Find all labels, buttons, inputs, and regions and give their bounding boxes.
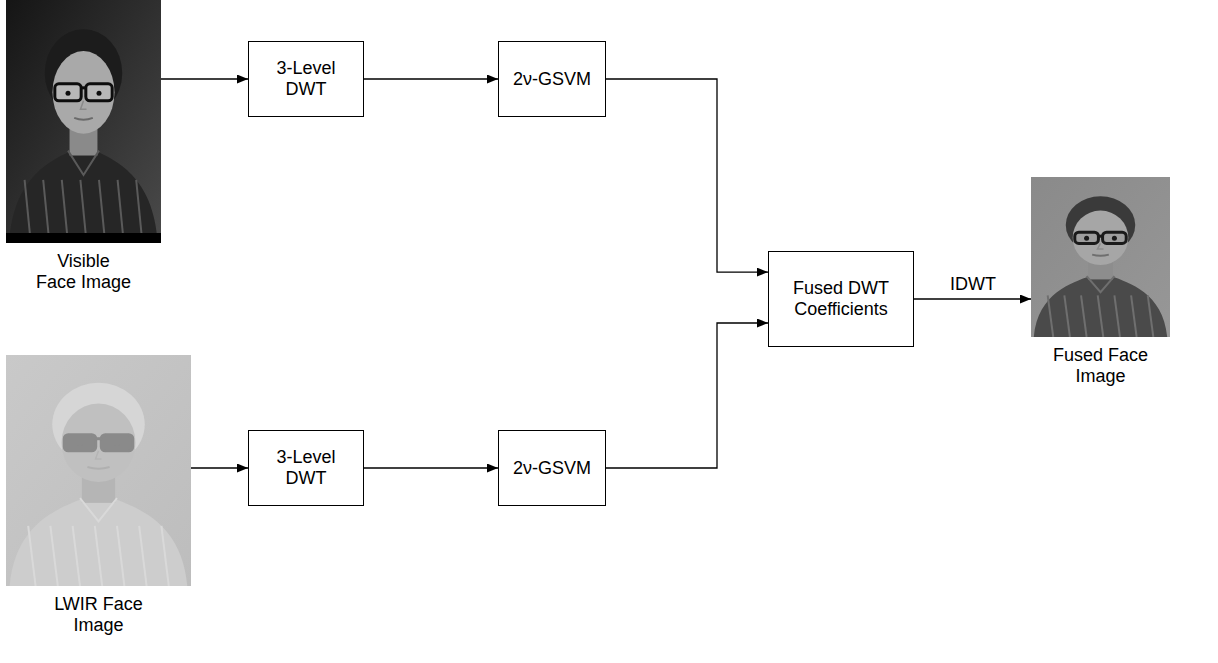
eye-dot [1112,236,1117,241]
box-label: Fused DWT Coefficients [791,278,891,320]
box-label: 3-Level DWT [256,447,356,489]
shirt-stripe [1148,295,1154,337]
collar-line [80,498,117,521]
face-photo [6,355,191,586]
shirt-stripe [1098,295,1104,337]
nose-line [1098,243,1104,249]
process-box: Fused DWT Coefficients [768,251,914,347]
arrow-connector [161,78,248,79]
photo-border-strip [6,233,161,243]
connector-group [161,79,1031,468]
eye-dot [66,91,71,96]
arrow-connector [364,78,498,79]
face-photo [1031,177,1170,337]
eye-dot [97,91,102,96]
shirt-shape [1034,276,1167,337]
glasses-lens [101,435,132,451]
shirt-stripe [1081,295,1087,337]
arrow-connector [364,467,498,468]
shirt-stripe [139,526,146,586]
shirt-stripe [1114,295,1120,337]
mouth-line [74,118,93,120]
face-shape [1073,211,1129,265]
glasses-bridge [1098,235,1102,238]
face-shape [62,404,136,483]
collar-line [68,151,99,175]
arrow-connector [606,79,768,272]
image-caption: LWIR Face Image [51,594,147,636]
glasses-bridge [96,437,102,440]
shirt-stripe [1131,295,1137,337]
eye-dot [78,441,83,446]
box-label: 2ν-GSVM [513,458,591,479]
glasses-lens [64,435,95,451]
photo-background [6,355,191,586]
shirt-stripe [161,526,168,586]
photo-background [6,0,161,243]
shirt-shape [10,498,188,586]
shirt-shape [9,151,158,243]
face-photo [6,0,161,243]
image-caption: Fused Face Image [1053,345,1149,387]
arrow-connector [914,298,1031,299]
glasses-lens [1075,232,1099,243]
glasses-lens [55,84,81,101]
mouth-line [87,467,109,469]
face-image: Visible Face Image [6,0,161,293]
process-box: 3-Level DWT [248,41,364,117]
shirt-stripe [28,526,35,586]
shirt-stripe [50,526,57,586]
box-label: 2ν-GSVM [513,69,591,90]
box-label: 3-Level DWT [256,58,356,100]
glasses-bridge [81,86,86,89]
nose-line [96,451,102,459]
process-box: 3-Level DWT [248,430,364,506]
image-caption: Visible Face Image [36,251,132,293]
mouth-line [1092,255,1109,256]
glasses-lens [86,84,112,101]
edge-label: IDWT [948,274,998,294]
eye-dot [115,441,120,446]
shirt-stripe [1064,295,1070,337]
eye-dot [1084,236,1089,241]
process-box: 2ν-GSVM [498,430,606,506]
arrow-connector [191,467,248,468]
shirt-stripe [95,526,102,586]
shirt-stripe [73,526,80,586]
nose-line [81,101,87,110]
glasses-lens [1103,232,1127,243]
shirt-stripe [1048,295,1054,337]
face-image: Fused Face Image [1031,177,1170,387]
shirt-stripe [117,526,124,586]
face-shape [53,51,115,134]
photo-background [1031,177,1170,337]
face-image: LWIR Face Image [6,355,191,636]
arrow-connector [606,323,768,468]
process-box: 2ν-GSVM [498,41,606,117]
collar-line [1087,276,1115,292]
